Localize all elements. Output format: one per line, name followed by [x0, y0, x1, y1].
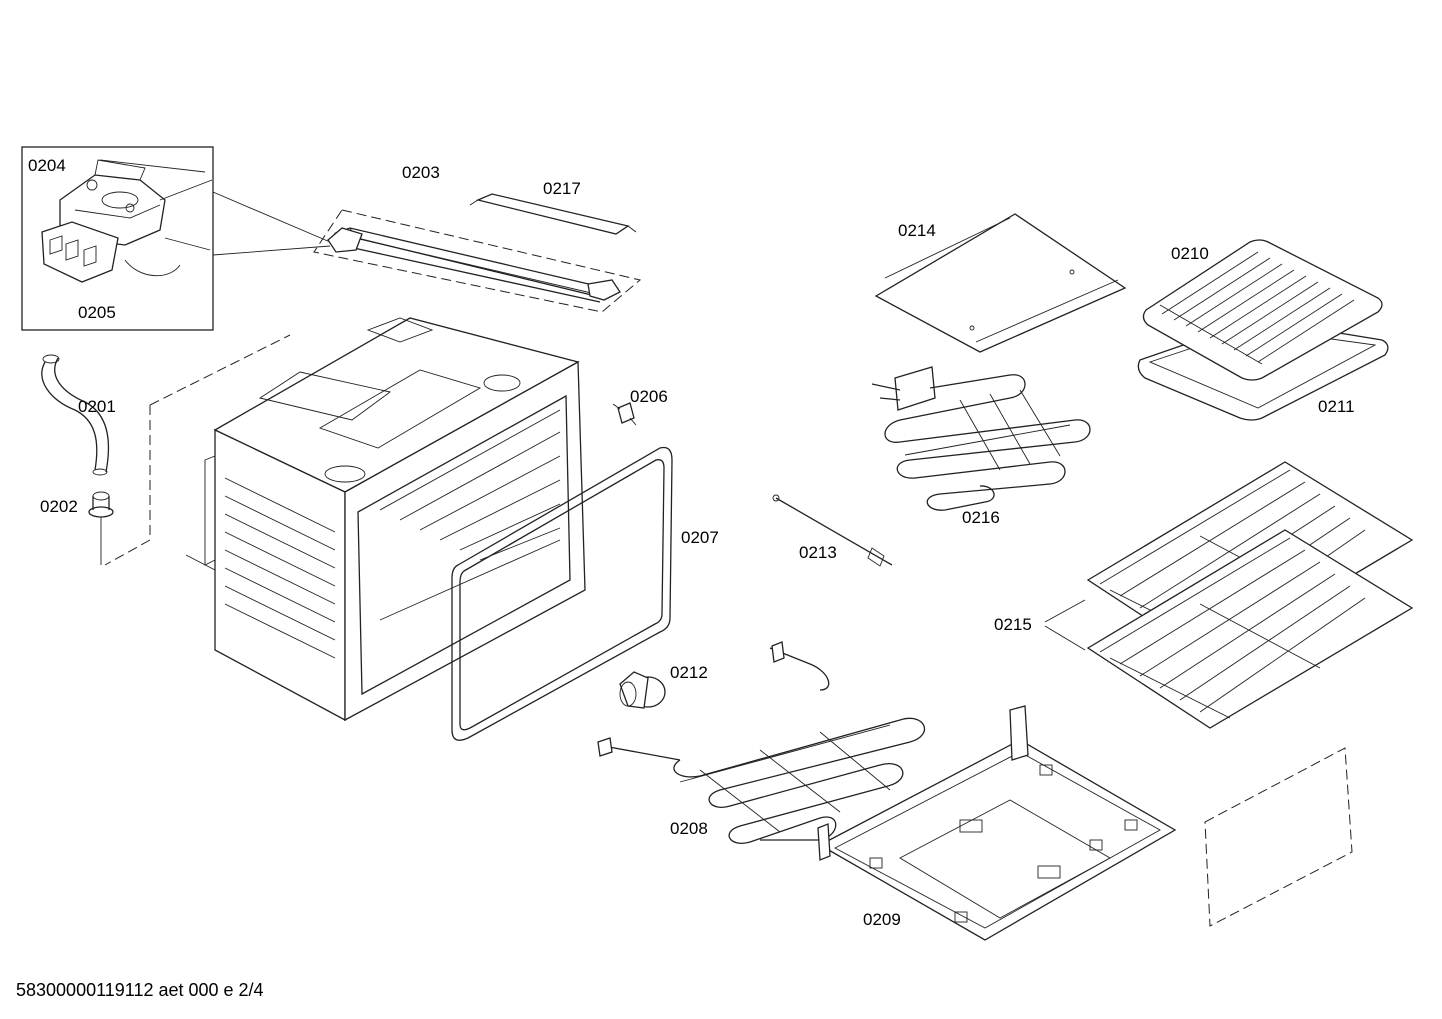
- label-0216: 0216: [962, 508, 1000, 527]
- document-id-footer: 58300000119112 aet 000 e 2/4: [16, 980, 264, 1000]
- part-0206-sensor: [612, 402, 637, 426]
- label-0215: 0215: [994, 615, 1032, 634]
- detail-inset: [21, 146, 214, 331]
- part-0217-bar: [469, 193, 637, 235]
- label-0202: 0202: [40, 497, 78, 516]
- part-0203-rail: [313, 209, 642, 313]
- part-rear-panel: [1204, 747, 1353, 927]
- label-0217: 0217: [543, 179, 581, 198]
- label-0211: 0211: [1318, 397, 1355, 416]
- part-0201-hose: [41, 354, 110, 476]
- part-0210-grill-rack: [1142, 239, 1383, 381]
- label-0206: 0206: [630, 387, 668, 406]
- label-0209: 0209: [863, 910, 901, 929]
- label-0208: 0208: [670, 819, 708, 838]
- part-oven-cavity: [185, 317, 586, 722]
- part-0207-gasket: [451, 446, 673, 741]
- part-0213-probe: [772, 494, 893, 567]
- label-0210: 0210: [1171, 244, 1209, 263]
- label-0204: 0204: [28, 156, 66, 175]
- part-0209-bottom-panel: [817, 705, 1177, 941]
- part-0215-racks: [1086, 461, 1414, 729]
- label-0207: 0207: [681, 528, 719, 547]
- part-0212-lamp: [619, 671, 666, 709]
- part-0202-grommet: [88, 491, 114, 565]
- label-0213: 0213: [799, 543, 837, 562]
- part-0216-heating-element: [871, 366, 1091, 511]
- label-0203: 0203: [402, 163, 440, 182]
- label-0214: 0214: [898, 221, 936, 240]
- part-0208-heating-element: [597, 641, 925, 844]
- label-0201: 0201: [78, 397, 116, 416]
- part-0214-tray: [874, 213, 1127, 353]
- label-0212: 0212: [670, 663, 708, 682]
- part-labels: 0204 0205 0203 0217 0201 0202 0206 0207 …: [28, 156, 1355, 929]
- label-0205: 0205: [78, 303, 116, 322]
